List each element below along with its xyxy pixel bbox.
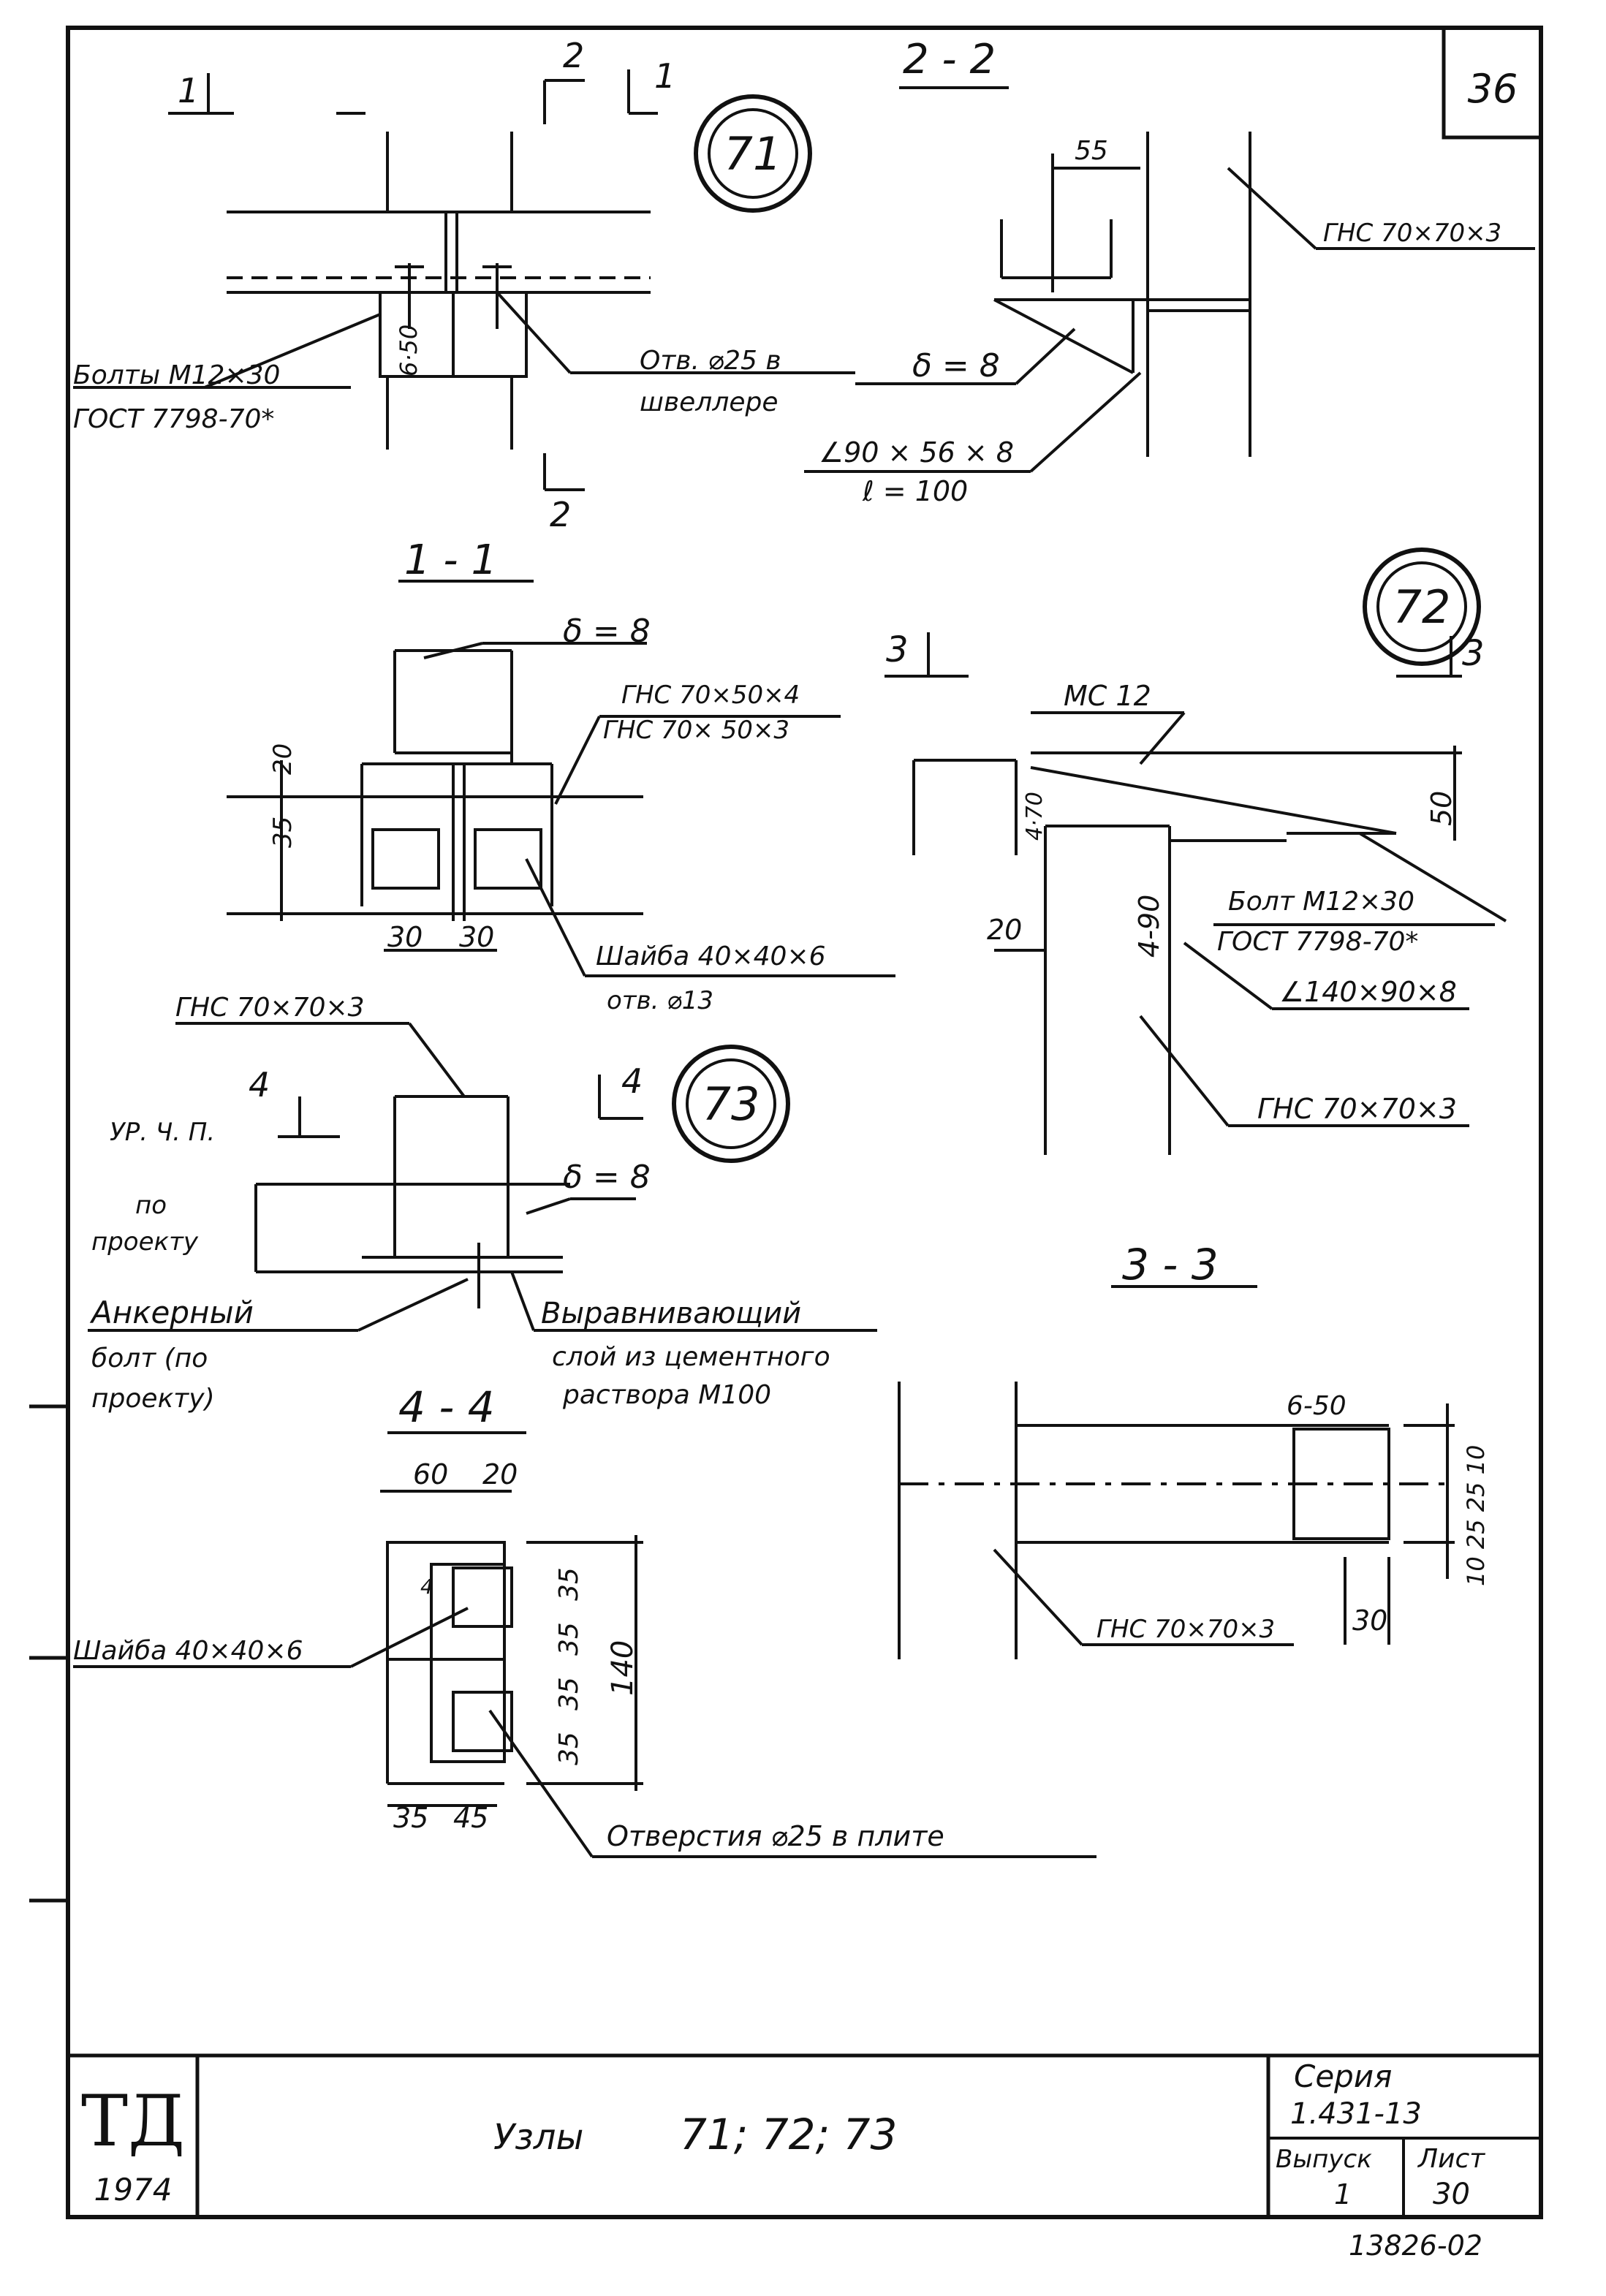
node73-layer-line1: Выравнивающий: [541, 1297, 801, 1330]
node71-bolts-line2: ГОСТ 7798-70*: [73, 404, 274, 434]
node72-cut-3-left: 3: [886, 629, 909, 670]
nodes: 71; 72; 73: [680, 2110, 897, 2159]
node-72-drawing: [885, 632, 1507, 1155]
section22-delta: δ = 8: [912, 347, 1000, 384]
node71-pitch: 6·50: [395, 325, 423, 376]
node72-dim-20: 20: [987, 914, 1022, 946]
section33-title: 3 - 3: [1122, 1240, 1219, 1289]
section44-dim-35b: 35: [554, 1622, 584, 1656]
section44-dim-35d: 35: [554, 1732, 584, 1765]
section44-dim-45-bottom: 45: [453, 1802, 488, 1834]
section11-dim-20: 20: [268, 743, 298, 775]
node71-hole-line1: Отв. ⌀25 в: [640, 346, 781, 376]
sheet-corner-number: 36: [1468, 66, 1518, 112]
node72-dim-4-70: 4·70: [1022, 792, 1048, 841]
section44-dim-20: 20: [482, 1458, 518, 1490]
node71-cut-1-left: 1: [178, 71, 199, 110]
section44-dim-4: 4: [420, 1575, 433, 1599]
node72-dim-50: 50: [1425, 791, 1458, 826]
node73-cut-4-right: 4: [621, 1061, 643, 1101]
node71-cut-2-top: 2: [563, 36, 584, 75]
node72-bolt-line2: ГОСТ 7798-70*: [1217, 927, 1418, 957]
node73-project-line1: по: [135, 1191, 167, 1220]
node72-badge: 72: [1363, 548, 1481, 666]
section11-hole: отв. ⌀13: [607, 986, 713, 1015]
section44-dim-35c: 35: [554, 1677, 584, 1710]
section11-dim-30a: 30: [387, 921, 423, 953]
section33-pitch: 6-50: [1287, 1391, 1346, 1421]
section44-dim-35-bottom: 35: [393, 1802, 428, 1834]
node73-layer-line2: слой из цементного: [552, 1342, 830, 1372]
section33-ghs: ГНС 70×70×3: [1096, 1615, 1275, 1644]
node73-badge: 73: [672, 1045, 790, 1163]
section22-ghs: ГНС 70×70×3: [1323, 219, 1501, 248]
node73-project-line2: проекту: [91, 1227, 199, 1257]
section22-title: 2 - 2: [903, 36, 996, 83]
node-71-drawing: [73, 69, 855, 491]
node71-bolts-line1: Болты М12×30: [73, 360, 280, 390]
node73-id: 73: [702, 1077, 760, 1131]
section11-ghs1: ГНС 70×50×4: [621, 681, 800, 710]
section44-dim-35a: 35: [554, 1567, 584, 1601]
node73-cut-4-left: 4: [249, 1065, 270, 1105]
node72-cut-3-right: 3: [1462, 633, 1485, 674]
inventory-number: 13826-02: [1349, 2229, 1482, 2262]
section44-washer: Шайба 40×40×6: [73, 1636, 303, 1666]
node73-anchor-line1: Анкерный: [89, 1295, 254, 1330]
section11-washer: Шайба 40×40×6: [596, 941, 826, 971]
section44-title: 4 - 4: [398, 1382, 495, 1432]
section11-title: 1 - 1: [404, 537, 497, 584]
section44-dim-140: 140: [606, 1640, 640, 1696]
node73-layer-line3: раствора М100: [562, 1380, 771, 1410]
series-label: Серия: [1294, 2058, 1392, 2094]
section33-dims-right: 10 25 25 10: [1462, 1445, 1490, 1586]
sheet-value: 30: [1433, 2178, 1470, 2211]
node71-cut-2-bottom: 2: [550, 495, 571, 534]
node73-delta: δ = 8: [563, 1159, 651, 1196]
node72-mc: МС 12: [1064, 680, 1151, 712]
section22-angle-line1: ∠90 × 56 × 8: [819, 436, 1014, 469]
section44-holes: Отверстия ⌀25 в плите: [607, 1820, 944, 1852]
logo: ТД: [81, 2080, 185, 2162]
node-73-drawing: [88, 1022, 877, 1332]
node71-hole-line2: швеллере: [640, 387, 778, 417]
section-1-1-drawing: [227, 580, 895, 977]
section-4-4-drawing: [73, 1431, 1096, 1858]
node71-cut-1-right: 1: [654, 56, 675, 96]
node71-id: 71: [724, 127, 782, 181]
issue-value: 1: [1334, 2178, 1352, 2210]
sheet-label: Лист: [1417, 2144, 1485, 2174]
node72-ghs: ГНС 70×70×3: [1257, 1093, 1457, 1125]
section11-dim-30b: 30: [459, 921, 494, 953]
title: Узлы: [493, 2117, 583, 2158]
node71-badge: 71: [694, 94, 812, 213]
sheet-frame: [29, 26, 1543, 2219]
series-value: 1.431-13: [1290, 2097, 1422, 2131]
section44-dim-60: 60: [413, 1458, 448, 1490]
section11-dim-35: 35: [268, 817, 298, 848]
node72-angle: ∠140×90×8: [1279, 976, 1457, 1008]
section33-dim-30: 30: [1352, 1604, 1387, 1637]
section11-delta: δ = 8: [563, 613, 651, 650]
section22-angle-line2: ℓ = 100: [862, 475, 968, 507]
node72-id: 72: [1393, 580, 1451, 634]
node73-anchor-line2: болт (по: [91, 1344, 208, 1374]
node72-bolt-line1: Болт М12×30: [1228, 887, 1414, 917]
section-3-3-drawing: [898, 1285, 1455, 1659]
issue-label: Выпуск: [1276, 2145, 1372, 2174]
section-2-2-drawing: [804, 86, 1535, 473]
node72-dim-4-90: 4-90: [1133, 895, 1165, 958]
title-block: ТД 1974 Узлы 71; 72; 73 Серия 1.431-13 В…: [81, 2058, 1485, 2211]
section22-dim-55: 55: [1075, 136, 1108, 166]
node73-ghs: ГНС 70×70×3: [175, 993, 365, 1023]
section11-ghs2: ГНС 70× 50×3: [603, 716, 789, 745]
node73-anchor-line3: проекту): [91, 1384, 215, 1414]
year: 1974: [94, 2172, 173, 2208]
node73-floor-level: УР. Ч. П.: [110, 1118, 215, 1147]
